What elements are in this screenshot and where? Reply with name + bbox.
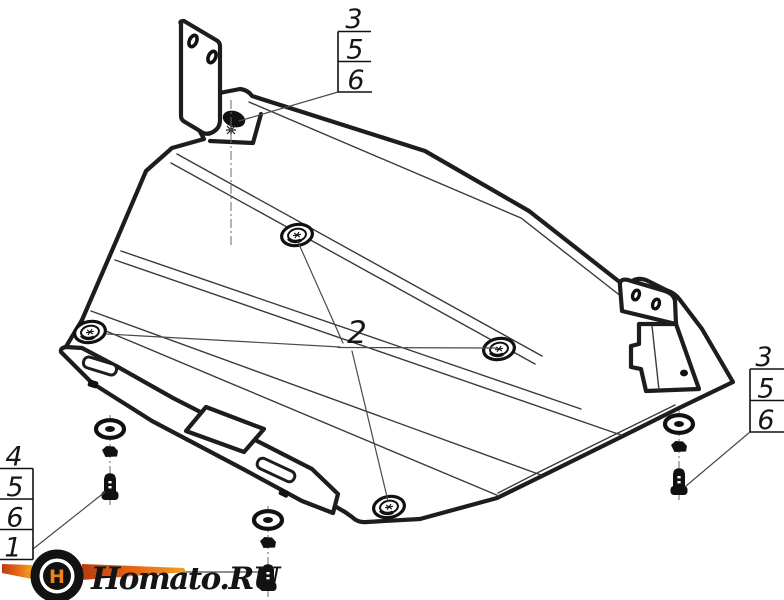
logo-wing-left — [2, 564, 32, 579]
fastener-stack — [93, 418, 127, 500]
bracket-hole — [206, 49, 218, 65]
right-bracket — [617, 277, 702, 394]
callout-right: 3 5 6 — [749, 342, 784, 436]
bar-center-tab — [183, 404, 267, 455]
callout-number: 3 — [345, 4, 362, 35]
fastener-stack — [251, 509, 285, 591]
callout-number: 6 — [757, 405, 774, 436]
bracket-hole — [650, 297, 662, 311]
callout-plate-bolts: 2 — [347, 315, 367, 351]
callout-left: 4 5 6 1 — [0, 442, 34, 564]
plate-bolt-top — [73, 319, 107, 345]
bar-slot — [81, 355, 119, 377]
bolt — [259, 564, 277, 591]
flange-slot-hole — [222, 110, 246, 128]
plate-bolt-top — [372, 494, 406, 520]
wheel-icon: H — [30, 549, 84, 600]
callout-number: 5 — [6, 472, 23, 503]
callout-number: 5 — [346, 35, 363, 66]
left-bracket — [178, 18, 223, 136]
callout-number: 6 — [6, 503, 23, 534]
bar-slot — [255, 456, 297, 484]
callout-number: 3 — [755, 342, 772, 373]
plate-bolt-top — [482, 336, 516, 362]
bolt — [670, 468, 688, 495]
bracket-hole — [187, 33, 199, 49]
bolt — [101, 473, 119, 500]
bar-hole — [87, 379, 99, 389]
bracket-dot-hole — [680, 369, 688, 377]
logo-text: Homato.RU — [90, 561, 282, 597]
fastener-stack — [662, 413, 696, 495]
callout-top: 3 5 6 — [337, 4, 372, 96]
bar-hole — [278, 488, 290, 498]
logo: H Homato.RU — [2, 549, 283, 600]
nut — [260, 537, 276, 548]
plate-ribs — [86, 101, 676, 497]
callout-number: 4 — [5, 442, 22, 473]
nut — [671, 441, 687, 452]
nut — [102, 446, 118, 457]
bracket-hole — [630, 288, 642, 302]
callout-number: 1 — [4, 533, 21, 564]
logo-wing-right — [82, 564, 186, 580]
plate-bolt-top — [280, 222, 314, 248]
flange-inner-edge — [207, 111, 264, 146]
callout-number: 5 — [757, 374, 774, 405]
front-mount-bar — [58, 344, 341, 516]
callout-number: 6 — [347, 65, 364, 96]
logo-hub-letter: H — [49, 566, 65, 588]
